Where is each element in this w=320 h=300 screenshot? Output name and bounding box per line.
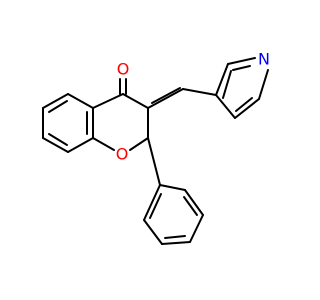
bond — [42, 93, 69, 109]
bond — [129, 137, 149, 151]
bond — [92, 137, 115, 151]
bond — [143, 184, 161, 221]
bond — [189, 214, 204, 243]
bond — [234, 98, 260, 119]
bond-inner — [235, 97, 253, 112]
bond-inner — [48, 100, 68, 113]
ring-oxygen-label: O — [116, 145, 129, 164]
bond — [42, 137, 69, 153]
bond-inner — [48, 133, 68, 146]
bond — [258, 69, 269, 100]
bond — [215, 94, 236, 119]
bond — [67, 93, 94, 109]
bond — [184, 189, 204, 216]
bond — [215, 63, 229, 96]
bond-inner — [164, 235, 186, 239]
bond-inner — [149, 193, 162, 219]
bond — [92, 93, 124, 109]
bond — [161, 241, 191, 245]
bonds — [42, 57, 269, 245]
atom-labels: O O N — [116, 50, 270, 164]
bond-inner — [183, 196, 198, 216]
bond-inner — [232, 65, 251, 71]
bond — [122, 93, 149, 109]
bond — [67, 137, 94, 153]
bond — [227, 57, 256, 65]
bond — [143, 219, 163, 245]
carbonyl-oxygen-label: O — [117, 60, 130, 79]
bond — [182, 88, 217, 96]
pyridine-nitrogen-label: N — [258, 50, 270, 69]
bond-exocyclic — [151, 87, 181, 104]
bond — [159, 184, 186, 191]
bond — [147, 137, 161, 186]
molecule-structure: O O N — [42, 50, 270, 245]
bond-inner — [222, 70, 232, 99]
bond-exocyclic — [147, 88, 184, 109]
